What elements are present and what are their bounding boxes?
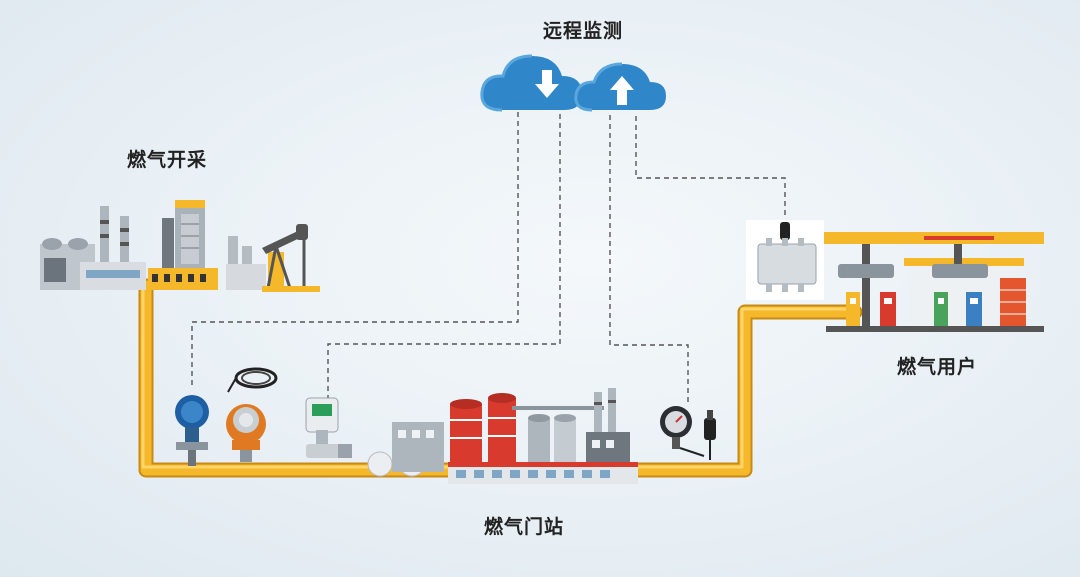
cloud-upload-icon	[574, 62, 666, 112]
pressure-transmitter-icon	[175, 395, 209, 466]
sensor-probe-icon	[704, 410, 716, 460]
cable-coil-icon	[227, 367, 278, 393]
gas-field-factory-icon	[40, 200, 218, 290]
link-transmitter-to-cloud	[191, 105, 519, 385]
gas-extraction-label: 燃气开采	[127, 149, 208, 171]
pressure-gauge-icon	[660, 406, 705, 457]
cloud-download-icon	[480, 54, 582, 112]
junction-box-icon	[746, 220, 824, 300]
gas-user-label: 燃气用户	[897, 356, 978, 378]
gas-station-icon	[824, 232, 1044, 332]
gas-gate-station-label: 燃气门站	[484, 516, 565, 538]
pipeline-body	[140, 280, 861, 476]
pump-jack-icon	[226, 224, 320, 292]
link-gauge-to-cloud	[609, 112, 689, 402]
remote-monitoring-label: 远程监测	[543, 20, 624, 42]
flowmeter-icon	[305, 397, 352, 458]
gas-detector-icon	[226, 404, 266, 462]
link-flowmeter-to-cloud	[327, 112, 561, 400]
gas-pipeline	[138, 278, 863, 478]
data-link-lines	[191, 105, 786, 402]
gate-station-plant-icon	[367, 388, 638, 484]
pipeline-highlight	[141, 284, 857, 469]
link-junction-to-cloud	[635, 112, 786, 215]
